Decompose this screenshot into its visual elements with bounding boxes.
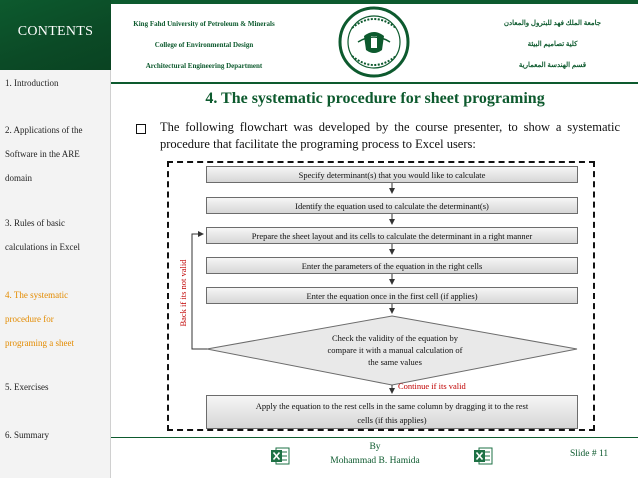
- flow-step-enter-equation: Enter the equation once in the first cel…: [206, 287, 578, 304]
- toc-line: 1. Introduction: [5, 78, 59, 88]
- header-strip: [111, 0, 638, 4]
- flowchart-frame: [167, 161, 595, 431]
- footer-author: Mohammad B. Hamida: [330, 456, 420, 466]
- excel-icon: [271, 447, 290, 465]
- toc-item-introduction[interactable]: 1. Introduction: [5, 73, 109, 93]
- college-name-ar: كلية تصاميم البيئة: [527, 40, 578, 48]
- flow-step-specify: Specify determinant(s) that you would li…: [206, 166, 578, 183]
- bullet-icon: [136, 124, 146, 134]
- header-divider: [111, 82, 638, 84]
- intro-paragraph: The following flowchart was developed by…: [160, 120, 620, 151]
- toc-line: procedure for: [5, 314, 54, 324]
- decision-text: Check the validity of the equation by co…: [300, 332, 490, 368]
- flow-step-enter-parameters: Enter the parameters of the equation in …: [206, 257, 578, 274]
- toc-line: 6. Summary: [5, 430, 49, 440]
- toc-line: programing a sheet: [5, 338, 74, 348]
- college-name-en: College of Environmental Design: [154, 41, 254, 49]
- toc-line: 4. The systematic: [5, 290, 69, 300]
- department-name-ar: قسم الهندسة المعمارية: [518, 61, 587, 69]
- decision-line: the same values: [368, 357, 422, 367]
- toc-line: calculations in Excel: [5, 242, 80, 252]
- contents-title: CONTENTS: [17, 24, 94, 39]
- university-seal-icon: [338, 6, 410, 78]
- toc-line: 3. Rules of basic: [5, 218, 65, 228]
- toc-line: 5. Exercises: [5, 382, 49, 392]
- toc-item-systematic-procedure[interactable]: 4. The systematic procedure for programi…: [5, 285, 109, 353]
- toc-line: domain: [5, 173, 32, 183]
- continue-if-valid-label: Continue if its valid: [398, 381, 466, 391]
- excel-icon: [474, 447, 493, 465]
- toc-line: Software in the ARE: [5, 149, 80, 159]
- footer-divider: [111, 437, 638, 438]
- toc-item-applications[interactable]: 2. Applications of the Software in the A…: [5, 120, 109, 188]
- department-name-en: Architectural Engineering Department: [145, 62, 263, 70]
- slide-title: 4. The systematic procedure for sheet pr…: [205, 90, 545, 107]
- flow-step-apply: Apply the equation to the rest cells in …: [206, 395, 578, 429]
- toc-line: 2. Applications of the: [5, 125, 83, 135]
- toc-item-summary[interactable]: 6. Summary: [5, 425, 109, 445]
- toc-item-rules[interactable]: 3. Rules of basic calculations in Excel: [5, 213, 109, 257]
- flow-step-identify: Identify the equation used to calculate …: [206, 197, 578, 214]
- back-if-not-valid-label: Back if its not valid: [178, 259, 188, 327]
- footer-by: By: [369, 442, 381, 452]
- final-step-line: Apply the equation to the rest cells in …: [255, 401, 529, 411]
- university-name-en: King Fahd University of Petroleum & Mine…: [133, 20, 275, 28]
- decision-line: Check the validity of the equation by: [331, 333, 459, 343]
- decision-line: compare it with a manual calculation of: [327, 345, 463, 355]
- university-name-ar: جامعة الملك فهد للبترول والمعادن: [503, 19, 602, 27]
- flow-step-prepare: Prepare the sheet layout and its cells t…: [206, 227, 578, 244]
- toc-item-exercises[interactable]: 5. Exercises: [5, 377, 109, 397]
- slide-number: Slide # 11: [570, 449, 609, 459]
- final-step-line: cells (if this applies): [357, 415, 427, 425]
- contents-header: CONTENTS: [0, 0, 111, 70]
- sidebar: CONTENTS 1. Introduction 2. Applications…: [0, 0, 111, 478]
